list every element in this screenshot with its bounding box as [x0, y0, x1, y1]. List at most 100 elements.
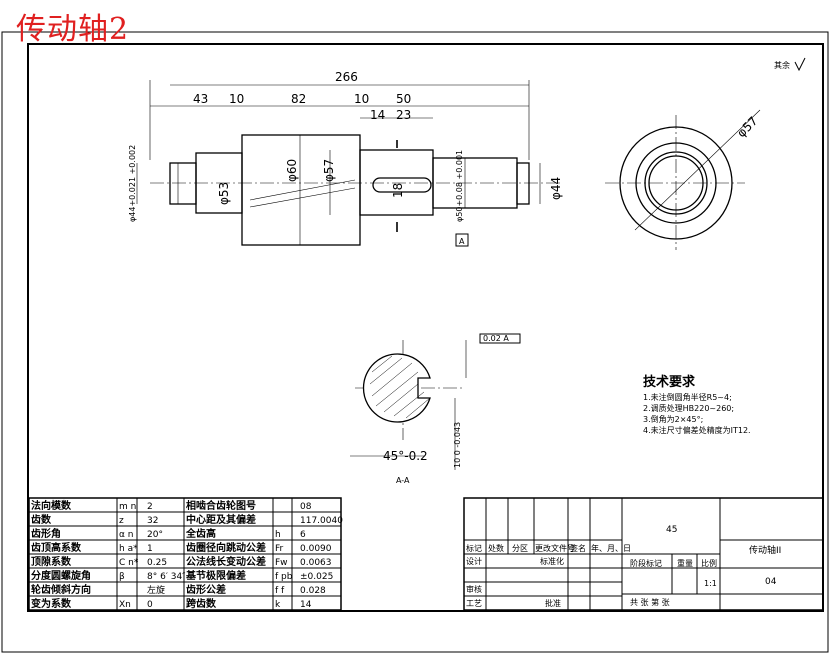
- dim-43: 43: [193, 92, 208, 106]
- tb-h-count: 处数: [488, 543, 504, 553]
- dim-overall: 266: [335, 70, 358, 84]
- gear-table-value-2: 14: [300, 600, 312, 610]
- req-3: 3.倒角为2×45°;: [643, 414, 703, 424]
- tb-drawing-no: 04: [765, 577, 777, 587]
- dia50-tol: φ50+0.08 +0.001: [455, 150, 464, 222]
- gear-table-value: 32: [147, 516, 158, 526]
- dia44: φ44: [549, 177, 563, 200]
- tb-ratio: 比例: [701, 558, 717, 568]
- tb-h-sign: 签名: [570, 543, 586, 553]
- end-dia57: φ57: [734, 114, 760, 140]
- datum-label: A: [459, 237, 465, 246]
- roughness-note: 其余: [774, 60, 790, 70]
- tb-design: 设计: [466, 556, 482, 566]
- gear-table-value: 1: [147, 544, 153, 554]
- section-depth: 10 0 -0.043: [453, 422, 462, 468]
- req-4: 4.未注尺寸偏差处精度为IT12.: [643, 425, 751, 435]
- gear-table-symbol: h a*: [119, 544, 138, 554]
- gear-table-symbol-2: Fw: [275, 558, 288, 568]
- gear-table-value-2: 0.0090: [300, 544, 332, 554]
- dim-50: 50: [396, 92, 411, 106]
- gear-table-param-name: 变为系数: [31, 597, 72, 610]
- tb-h-date: 年、月、日: [591, 543, 631, 553]
- gear-table-symbol-2: h: [275, 530, 281, 540]
- dim-14: 14: [370, 108, 385, 122]
- req-1: 1.未注倒圆角半径R5~4;: [643, 392, 732, 402]
- gear-table-value-2: ±0.025: [300, 572, 333, 582]
- gear-table-value: 8° 6′ 34″: [147, 572, 186, 582]
- shaft-view: [136, 80, 560, 246]
- gear-table-value-2: 117.0040: [300, 516, 343, 526]
- gear-table-value-2: 08: [300, 502, 312, 512]
- gear-table-value: 左旋: [147, 584, 165, 596]
- outer-border: [1, 31, 829, 653]
- gear-table-param-name-2: 中心距及其偏差: [186, 513, 256, 526]
- tb-h-doc: 更改文件号: [535, 543, 575, 553]
- tb-sheets: 共 张 第 张: [630, 597, 670, 607]
- tb-approve: 批准: [545, 598, 561, 608]
- gear-table-symbol-2: Fr: [275, 544, 284, 554]
- tb-weight: 重量: [677, 558, 693, 568]
- gear-table-value-2: 0.0063: [300, 558, 332, 568]
- gear-table-symbol: C n*: [119, 558, 139, 568]
- dim-10b: 10: [354, 92, 369, 106]
- gear-table-value: 0: [147, 600, 153, 610]
- gear-table-value: 2: [147, 502, 153, 512]
- gear-table-param-name-2: 公法线长变动公差: [186, 555, 266, 568]
- tolerance-frame: [479, 333, 521, 344]
- roughness-symbol: [794, 57, 806, 72]
- dim-23: 23: [396, 108, 411, 122]
- section-view: [350, 340, 467, 470]
- gear-table-param-name-2: 相啮合齿轮图号: [186, 499, 256, 512]
- section-label: A-A: [396, 476, 410, 485]
- dia57: φ57: [322, 159, 336, 182]
- dim-82: 82: [291, 92, 306, 106]
- gear-table-symbol-2: f pb: [275, 572, 293, 582]
- title-block: [463, 497, 824, 611]
- gear-table: [28, 497, 342, 611]
- gear-table-cells: 法向模数 m n 2 相啮合齿轮图号 08 齿数 z 32 中心距及其偏差 117.0040 齿形角…: [31, 499, 343, 610]
- keyway-18: 18: [391, 183, 405, 198]
- dia60: φ60: [285, 159, 299, 182]
- gear-table-value: 0.25: [147, 558, 167, 568]
- gear-table-param-name: 齿数: [31, 513, 52, 526]
- gear-table-symbol-2: k: [275, 600, 281, 610]
- tolerance-value: 0.02 A: [483, 334, 509, 343]
- tb-process: 工艺: [466, 599, 482, 608]
- gear-table-param-name-2: 齿形公差: [186, 583, 226, 596]
- end-view: [605, 109, 761, 250]
- gear-table-param-name: 分度圆螺旋角: [31, 569, 91, 582]
- gear-table-param-name-2: 全齿高: [185, 527, 216, 540]
- gear-table-value: 20°: [147, 530, 163, 540]
- tb-review: 审核: [466, 584, 482, 594]
- gear-table-param-name-2: 基节极限偏差: [185, 569, 246, 582]
- gear-table-param-name: 顶隙系数: [31, 555, 72, 568]
- gear-table-symbol: z: [119, 516, 124, 526]
- gear-table-param-name: 法向模数: [31, 499, 72, 512]
- gear-table-value-2: 6: [300, 530, 306, 540]
- tb-scale: 1:1: [704, 579, 717, 588]
- tb-material: 45: [666, 525, 677, 535]
- gear-table-symbol: m n: [119, 502, 136, 512]
- gear-table-param-name-2: 齿圈径向跳动公差: [186, 541, 266, 554]
- requirements-heading: 技术要求: [643, 374, 696, 390]
- gear-table-param-name: 轮齿倾斜方向: [31, 583, 91, 596]
- inner-border: [27, 43, 824, 612]
- gear-table-param-name-2: 跨齿数: [186, 597, 217, 610]
- gear-table-param-name: 齿形角: [31, 527, 61, 540]
- gear-table-symbol: β: [119, 572, 125, 582]
- tb-standard: 标准化: [540, 556, 564, 566]
- tb-stage: 阶段标记: [630, 558, 662, 568]
- gear-table-param-name: 齿顶高系数: [31, 541, 82, 554]
- tb-h-mark: 标记: [466, 543, 482, 553]
- section-angle: 45°-0.2: [383, 449, 428, 463]
- gear-table-symbol: α n: [119, 530, 134, 540]
- dim-10a: 10: [229, 92, 244, 106]
- tb-h-zone: 分区: [512, 544, 528, 553]
- req-2: 2.调质处理HB220~260;: [643, 403, 734, 413]
- dia44-tol: φ44+0.021 +0.002: [128, 145, 137, 222]
- gear-table-symbol: Xn: [119, 600, 131, 610]
- gear-table-symbol-2: f f: [275, 586, 285, 596]
